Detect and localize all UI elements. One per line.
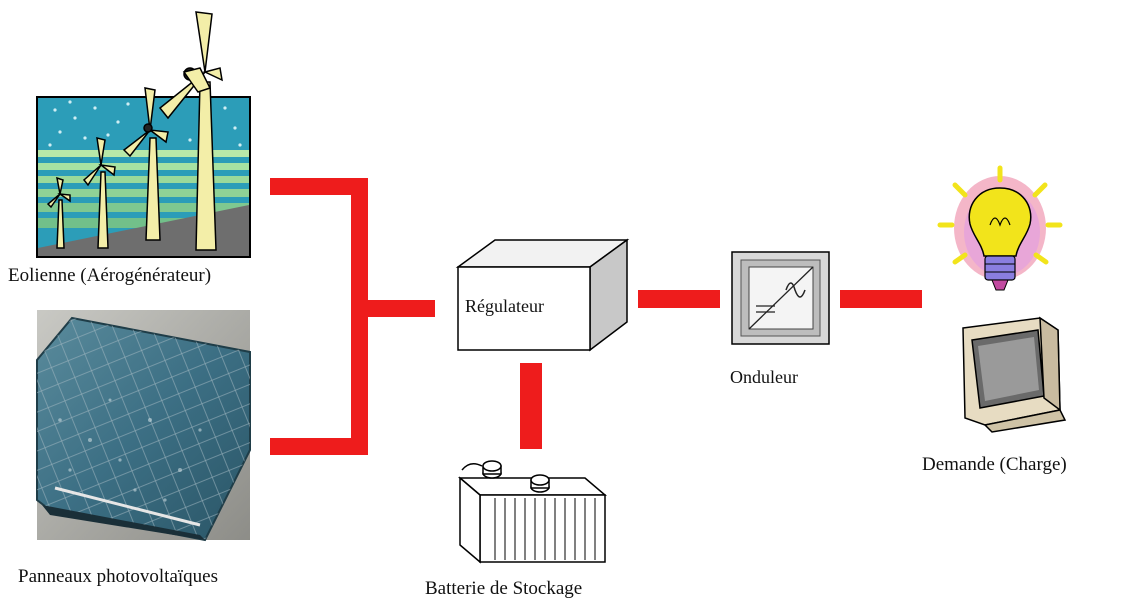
battery-label: Batterie de Stockage: [425, 578, 582, 599]
connector-wind: [270, 178, 368, 195]
connector-to-regulator: [368, 300, 435, 317]
solar-panel-photo: [36, 310, 251, 542]
lightbulb-icon: [937, 165, 1063, 291]
connector-regulator-battery: [520, 363, 542, 449]
turbines: [46, 11, 223, 251]
inverter-icon: [731, 251, 830, 345]
connector-bus-vertical: [351, 178, 368, 455]
battery-icon: [457, 460, 608, 564]
inverter-label: Onduleur: [730, 367, 798, 387]
connector-regulator-inverter: [638, 290, 720, 308]
load-label: Demande (Charge): [922, 454, 1067, 475]
solar-label: Panneaux photovoltaïques: [18, 566, 218, 587]
monitor-icon: [962, 316, 1067, 433]
connector-inverter-load: [840, 290, 922, 308]
regulator-label: Régulateur: [465, 296, 544, 316]
wind-label: Eolienne (Aérogénérateur): [8, 265, 211, 286]
regulator-box: [455, 238, 630, 352]
connector-solar: [270, 438, 368, 455]
wind-turbine-illustration: [36, 11, 251, 258]
field-stripes: [38, 150, 249, 228]
connectors: [270, 178, 922, 455]
